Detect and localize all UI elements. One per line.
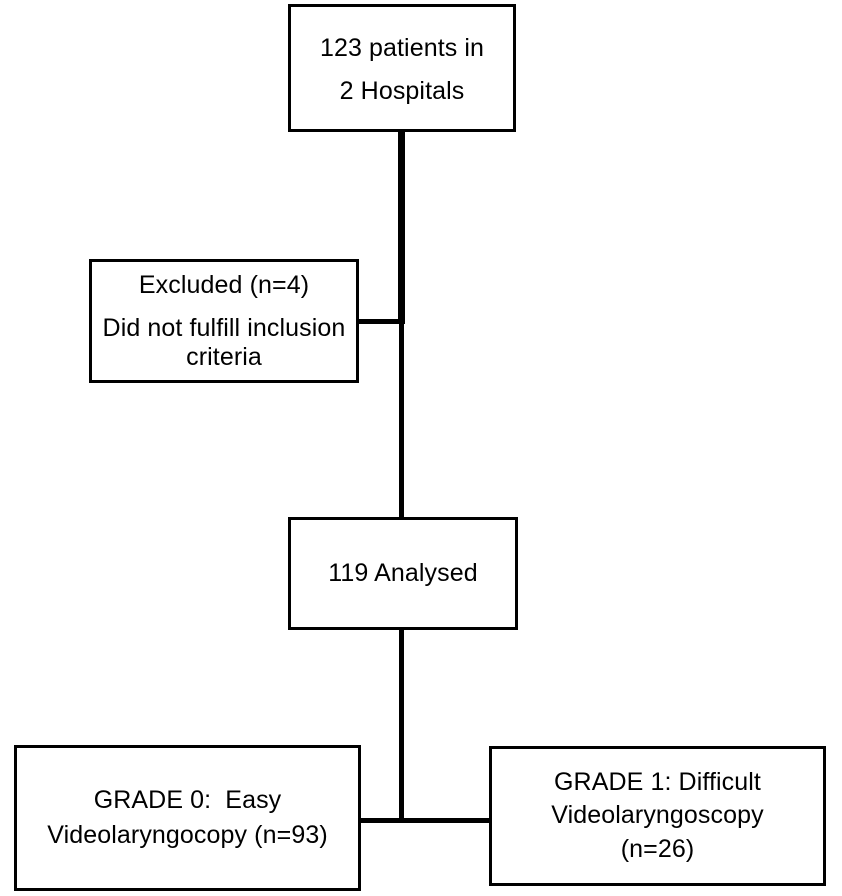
connector-enrollment-to-exclusion-junction xyxy=(398,130,405,324)
node-grade-1-line-1: GRADE 1: Difficult xyxy=(554,768,761,797)
node-enrollment: 123 patients in 2 Hospitals xyxy=(288,4,516,132)
node-grade-0-line-1: GRADE 0: Easy xyxy=(93,785,282,814)
node-analysed: 119 Analysed xyxy=(288,517,518,630)
node-enrollment-line-2: 2 Hospitals xyxy=(339,77,465,105)
connector-split-bar-grade0-grade1 xyxy=(357,818,492,823)
node-excluded: Excluded (n=4) Did not fulfill inclusion… xyxy=(89,259,359,383)
node-grade-0-line-2: Videolaryngocopy (n=93) xyxy=(47,821,328,849)
node-grade-0-easy: GRADE 0: Easy Videolaryngocopy (n=93) xyxy=(14,745,361,891)
node-excluded-line-1: Excluded (n=4) xyxy=(138,271,310,300)
node-excluded-line-2: Did not fulfill inclusion criteria xyxy=(102,313,346,372)
node-enrollment-line-1: 123 patients in xyxy=(319,34,485,62)
node-analysed-line-1: 119 Analysed xyxy=(328,558,478,587)
connector-analysed-to-split-junction xyxy=(399,628,404,822)
connector-branch-to-excluded-box xyxy=(355,319,403,324)
node-grade-1-difficult: GRADE 1: Difficult Videolaryngoscopy (n=… xyxy=(489,746,826,886)
node-grade-1-line-3: (n=26) xyxy=(620,834,695,863)
node-grade-1-line-2: Videolaryngoscopy xyxy=(551,801,764,830)
connector-exclusion-junction-to-analysed xyxy=(399,320,404,519)
